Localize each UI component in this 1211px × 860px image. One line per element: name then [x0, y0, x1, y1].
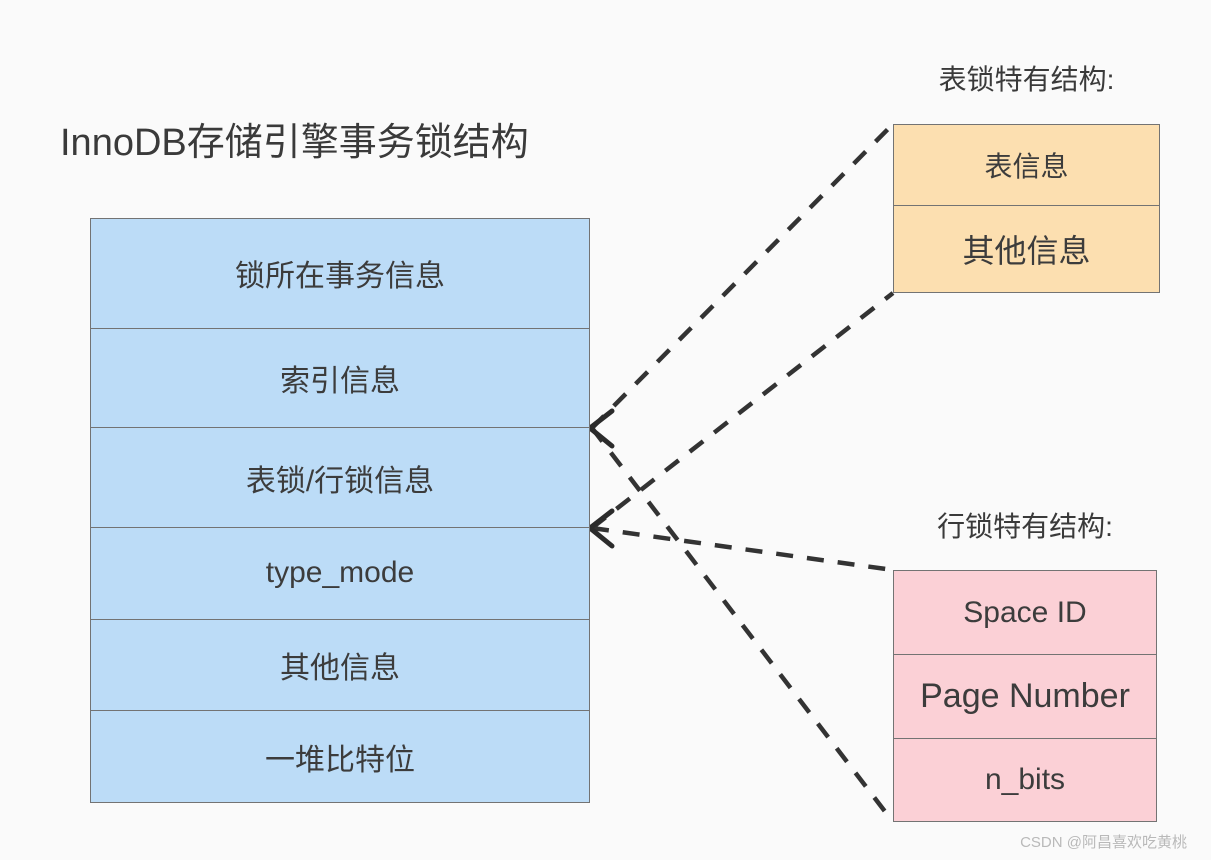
- row-label: 其他信息: [280, 651, 400, 685]
- table-lock-structure-table: 表信息 其他信息: [893, 124, 1160, 293]
- diagram-title: InnoDB存储引擎事务锁结构: [60, 122, 529, 164]
- connector-to-table-lock-top: [590, 122, 895, 430]
- row-label: 索引信息: [280, 364, 400, 398]
- row-lock-row-n-bits[interactable]: n_bits: [894, 739, 1156, 820]
- row-label: n_bits: [984, 762, 1066, 796]
- connector-to-table-lock-bottom: [590, 291, 895, 530]
- row-label: 表锁/行锁信息: [245, 464, 435, 498]
- lock-structure-row-type-mode[interactable]: type_mode: [91, 528, 589, 620]
- connector-to-row-lock-bottom: [590, 426, 895, 824]
- row-label: type_mode: [265, 556, 415, 590]
- row-lock-row-page-number[interactable]: Page Number: [894, 655, 1156, 739]
- lock-structure-row-transaction-info[interactable]: 锁所在事务信息: [91, 219, 589, 329]
- table-lock-row-other-info[interactable]: 其他信息: [894, 206, 1159, 292]
- table-lock-caption: 表锁特有结构:: [938, 64, 1115, 95]
- lock-structure-row-bitmap[interactable]: 一堆比特位: [91, 711, 589, 802]
- lock-structure-table: 锁所在事务信息 索引信息 表锁/行锁信息 type_mode 其他信息 一堆比特…: [90, 218, 590, 803]
- connector-to-row-lock-top: [591, 525, 894, 573]
- row-label: 锁所在事务信息: [235, 260, 445, 294]
- row-lock-structure-table: Space ID Page Number n_bits: [893, 570, 1157, 822]
- row-lock-row-space-id[interactable]: Space ID: [894, 571, 1156, 655]
- lock-structure-row-other-info[interactable]: 其他信息: [91, 620, 589, 712]
- row-label: Space ID: [963, 595, 1087, 629]
- table-lock-row-table-info[interactable]: 表信息: [894, 125, 1159, 206]
- arrowhead-lower: [585, 508, 615, 549]
- watermark: CSDN @阿昌喜欢吃黄桃: [1020, 834, 1187, 851]
- row-label: 表信息: [984, 151, 1069, 182]
- arrowhead-upper: [585, 408, 615, 449]
- lock-structure-row-index-info[interactable]: 索引信息: [91, 329, 589, 429]
- row-lock-caption: 行锁特有结构:: [937, 511, 1113, 542]
- row-label: 其他信息: [962, 233, 1091, 269]
- row-label: 一堆比特位: [265, 743, 415, 777]
- lock-structure-row-table-or-row-lock-info[interactable]: 表锁/行锁信息: [91, 428, 589, 528]
- row-label: Page Number: [920, 677, 1130, 715]
